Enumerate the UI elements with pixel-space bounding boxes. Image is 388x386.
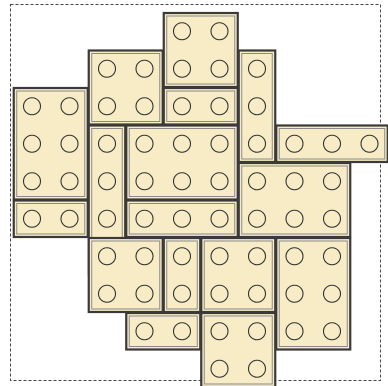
stud-circle	[99, 173, 116, 190]
brick-outline	[164, 13, 238, 87]
brick-bottom-left-2x1	[126, 313, 200, 350]
stud-circle	[174, 248, 191, 265]
brick-center-bottom-3x1	[126, 201, 238, 238]
stud-circle	[174, 173, 191, 190]
brick-upper-mid-2x1	[164, 88, 238, 125]
brick-lower-right-2x3	[276, 238, 350, 350]
stud-circle	[24, 173, 41, 190]
stud-circle	[24, 210, 41, 227]
stud-circle	[211, 360, 228, 377]
stud-circle	[61, 98, 78, 115]
stud-circle	[136, 173, 153, 190]
brick-right-3x1	[276, 126, 388, 163]
stud-circle	[174, 210, 191, 227]
stud-circle	[286, 323, 303, 340]
stud-circle	[136, 98, 153, 115]
stud-circle	[136, 285, 153, 302]
stud-circle	[99, 248, 116, 265]
brick-layer	[14, 13, 388, 386]
stud-circle	[174, 60, 191, 77]
stud-circle	[61, 135, 78, 152]
brick-upper-left-2x2	[89, 51, 163, 125]
brick-bottom-2x2	[201, 313, 275, 386]
stud-circle	[99, 135, 116, 152]
stud-circle	[249, 285, 266, 302]
stud-circle	[211, 210, 228, 227]
stud-circle	[324, 285, 341, 302]
stud-circle	[136, 248, 153, 265]
brick-left-bottom-2x1	[14, 201, 88, 238]
stud-circle	[324, 173, 341, 190]
stud-circle	[211, 323, 228, 340]
stud-circle	[211, 23, 228, 40]
stud-circle	[324, 210, 341, 227]
stud-circle	[286, 248, 303, 265]
stud-circle	[61, 173, 78, 190]
stud-circle	[249, 98, 266, 115]
stud-circle	[174, 135, 191, 152]
stud-circle	[286, 210, 303, 227]
stud-circle	[249, 135, 266, 152]
stud-circle	[211, 285, 228, 302]
stud-circle	[136, 323, 153, 340]
stud-circle	[99, 98, 116, 115]
brick-outline	[201, 238, 275, 312]
brick-outline	[201, 313, 275, 386]
stud-circle	[249, 210, 266, 227]
stud-circle	[249, 60, 266, 77]
stud-circle	[324, 248, 341, 265]
stud-circle	[174, 98, 191, 115]
brick-right-center-3x2	[239, 163, 351, 237]
stud-circle	[24, 135, 41, 152]
stud-circle	[99, 60, 116, 77]
brick-lower-col-1x2	[164, 238, 201, 312]
stud-circle	[174, 285, 191, 302]
stud-circle	[361, 135, 378, 152]
stud-circle	[249, 360, 266, 377]
stud-circle	[286, 285, 303, 302]
brick-top-2x2	[164, 13, 238, 87]
stud-circle	[24, 98, 41, 115]
stud-circle	[211, 98, 228, 115]
stud-circle	[211, 60, 228, 77]
stud-circle	[324, 135, 341, 152]
stud-circle	[286, 135, 303, 152]
brick-outline	[89, 238, 163, 312]
stud-circle	[136, 135, 153, 152]
brick-upper-right-1x3	[239, 51, 276, 163]
stud-circle	[174, 23, 191, 40]
brick-left-2x3	[14, 88, 88, 200]
stud-circle	[99, 210, 116, 227]
stud-circle	[324, 323, 341, 340]
stud-circle	[136, 60, 153, 77]
stud-circle	[249, 248, 266, 265]
stud-circle	[211, 173, 228, 190]
brick-center-3x2	[126, 126, 238, 200]
stud-circle	[174, 323, 191, 340]
stud-circle	[211, 248, 228, 265]
stud-circle	[249, 323, 266, 340]
brick-lower-mid-2x2	[201, 238, 275, 312]
brick-outline	[89, 51, 163, 125]
stud-circle	[61, 210, 78, 227]
brick-lower-left-2x2	[89, 238, 163, 312]
stud-circle	[99, 285, 116, 302]
stud-circle	[286, 173, 303, 190]
stud-circle	[136, 210, 153, 227]
stud-circle	[249, 173, 266, 190]
stud-circle	[211, 135, 228, 152]
